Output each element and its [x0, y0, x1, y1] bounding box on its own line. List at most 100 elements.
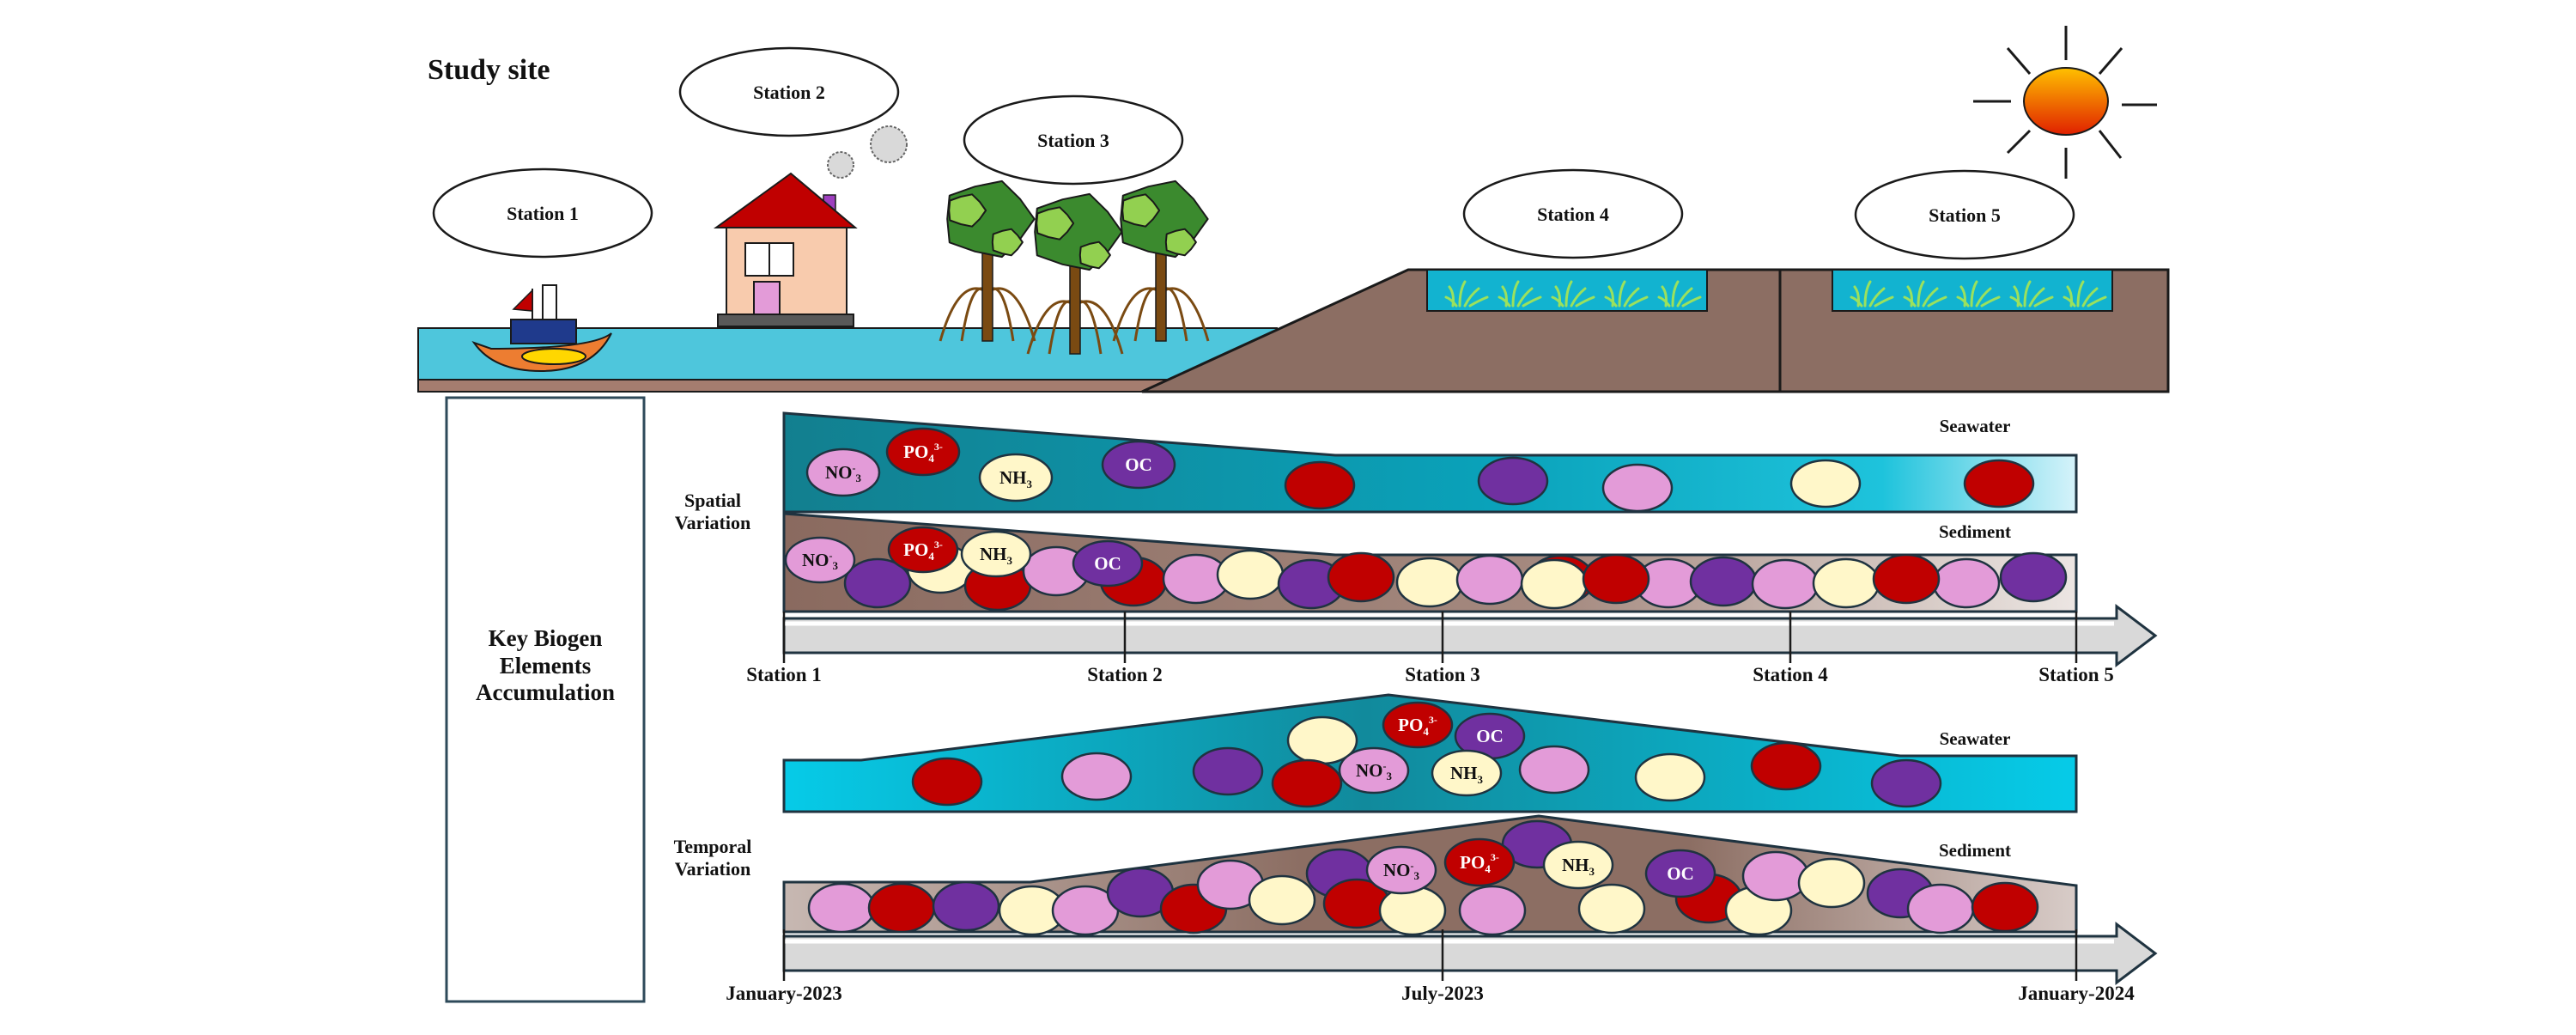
no3-particle: [1751, 558, 1820, 610]
no3-label: NO-3: [825, 462, 862, 484]
temporal-label-line2: Variation: [675, 858, 750, 880]
temporal-axis: January-2023 July-2023 January-2024: [726, 921, 2158, 1004]
oc-particle: OC: [1644, 849, 1716, 898]
po4-particle: [1284, 460, 1356, 510]
axis-tick-label: January-2023: [726, 983, 841, 1004]
nh3-label: NH3: [980, 544, 1013, 567]
no3-particle: [1455, 554, 1524, 606]
no3-particle: [1906, 883, 1975, 935]
no3-label: NO-3: [802, 550, 839, 572]
station-bubble-label: Station 2: [753, 82, 825, 103]
seagrass-icons: [1444, 280, 2107, 307]
mangrove-trees-icon: [939, 180, 1210, 355]
oc-particle: OC: [1101, 440, 1176, 490]
no3-particle: [1060, 752, 1133, 801]
smoke-cloud-large: [870, 125, 908, 163]
station-bubble-2: Station 2: [678, 46, 900, 137]
axis-tick-label: Station 4: [1753, 664, 1828, 685]
axis-tick-label: Station 3: [1405, 664, 1480, 685]
station-bubble-label: Station 1: [507, 203, 579, 224]
po4-particle: [867, 882, 936, 934]
po4-particle: [1750, 741, 1822, 791]
station-bubble-outline: [432, 167, 653, 259]
station-bubble-outline: [678, 46, 900, 137]
nh3-particle: [1634, 752, 1706, 802]
timeline-arrow: [782, 921, 2158, 986]
axis-tick-label: Station 5: [2038, 664, 2114, 685]
oc-particle: [843, 557, 912, 609]
nh3-label: NH3: [1450, 763, 1484, 786]
temporal-label-line1: Temporal: [674, 836, 752, 857]
spatial-seawater-label: Seawater: [1940, 416, 2011, 436]
seagrass-tuft-icon: [1498, 280, 1542, 307]
seagrass-tuft-icon: [1956, 280, 2001, 307]
landscape: [417, 268, 2170, 393]
key-box: [445, 396, 646, 1003]
no3-particle: [1518, 745, 1590, 795]
nh3-label: NH3: [999, 467, 1033, 490]
no3-particle: [1458, 885, 1527, 936]
axis-tick-label: Station 1: [746, 664, 822, 685]
nh3-particle: [1378, 885, 1447, 936]
station-bubble-5: Station 5: [1854, 169, 2075, 260]
no3-particle: NO-3: [805, 447, 881, 497]
oc-label: OC: [1667, 863, 1694, 884]
no3-particle: NO-3: [1365, 845, 1437, 895]
oc-particle: [932, 880, 1000, 932]
seagrass-tuft-icon: [1657, 280, 1702, 307]
seagrass-tuft-icon: [1551, 280, 1595, 307]
station-bubble-4: Station 4: [1462, 168, 1684, 259]
key-box-line1: Key Biogen: [489, 625, 603, 651]
po4-particle: [1582, 553, 1650, 605]
spatial-seawater-band: [782, 411, 2078, 514]
nh3-particle: [1395, 557, 1464, 608]
po4-particle: PO43-: [887, 526, 959, 574]
oc-particle: OC: [1072, 539, 1144, 588]
smoke-cloud-small: [827, 151, 854, 179]
key-box-line3: Accumulation: [476, 679, 615, 705]
spatial-sediment-label: Sediment: [1939, 521, 2011, 542]
station-bubble-outline: [1854, 169, 2075, 260]
station-bubble-label: Station 4: [1537, 204, 1609, 225]
nh3-label: NH3: [1562, 855, 1595, 878]
axis-tick-label: Station 2: [1087, 664, 1163, 685]
no3-particle: NO-3: [784, 536, 856, 584]
key-box-line2: Elements: [500, 653, 591, 679]
seagrass-tuft-icon: [2063, 280, 2107, 307]
po4-label: PO43-: [1398, 714, 1437, 738]
po4-particle: [1327, 551, 1395, 603]
spatial-label-line1: Spatial: [684, 490, 741, 511]
house-icon: [713, 125, 908, 327]
seagrass-tuft-icon: [1444, 280, 1489, 307]
station-bubble-3: Station 3: [963, 94, 1184, 186]
no3-label: NO-3: [1356, 760, 1393, 782]
oc-label: OC: [1125, 454, 1152, 475]
boat-icon: [471, 284, 612, 373]
nh3-particle: [1797, 857, 1866, 909]
axis-tick-label: January-2024: [2018, 983, 2135, 1004]
temporal-sediment-label: Sediment: [1939, 840, 2011, 861]
oc-particle: OC: [1454, 712, 1526, 760]
oc-label: OC: [1094, 553, 1121, 574]
po4-label: PO43-: [903, 441, 943, 465]
axis-tick-label: July-2023: [1401, 983, 1484, 1004]
spatial-label-line2: Variation: [675, 512, 750, 533]
oc-particle: [1999, 551, 2068, 603]
po4-particle: [911, 757, 983, 807]
po4-particle: [1963, 459, 2035, 508]
nh3-particle: NH3: [960, 530, 1032, 578]
oc-label: OC: [1476, 726, 1504, 746]
seagrass-tuft-icon: [1604, 280, 1649, 307]
nh3-particle: [1520, 558, 1589, 610]
po4-particle: [1872, 553, 1941, 605]
nh3-particle: [1216, 549, 1285, 600]
nh3-particle: [1577, 883, 1646, 935]
no3-label: NO-3: [1383, 860, 1420, 882]
po4-particle: PO43-: [1382, 701, 1454, 749]
station-bubble-outline: [963, 94, 1184, 186]
nh3-particle: [1789, 459, 1862, 508]
